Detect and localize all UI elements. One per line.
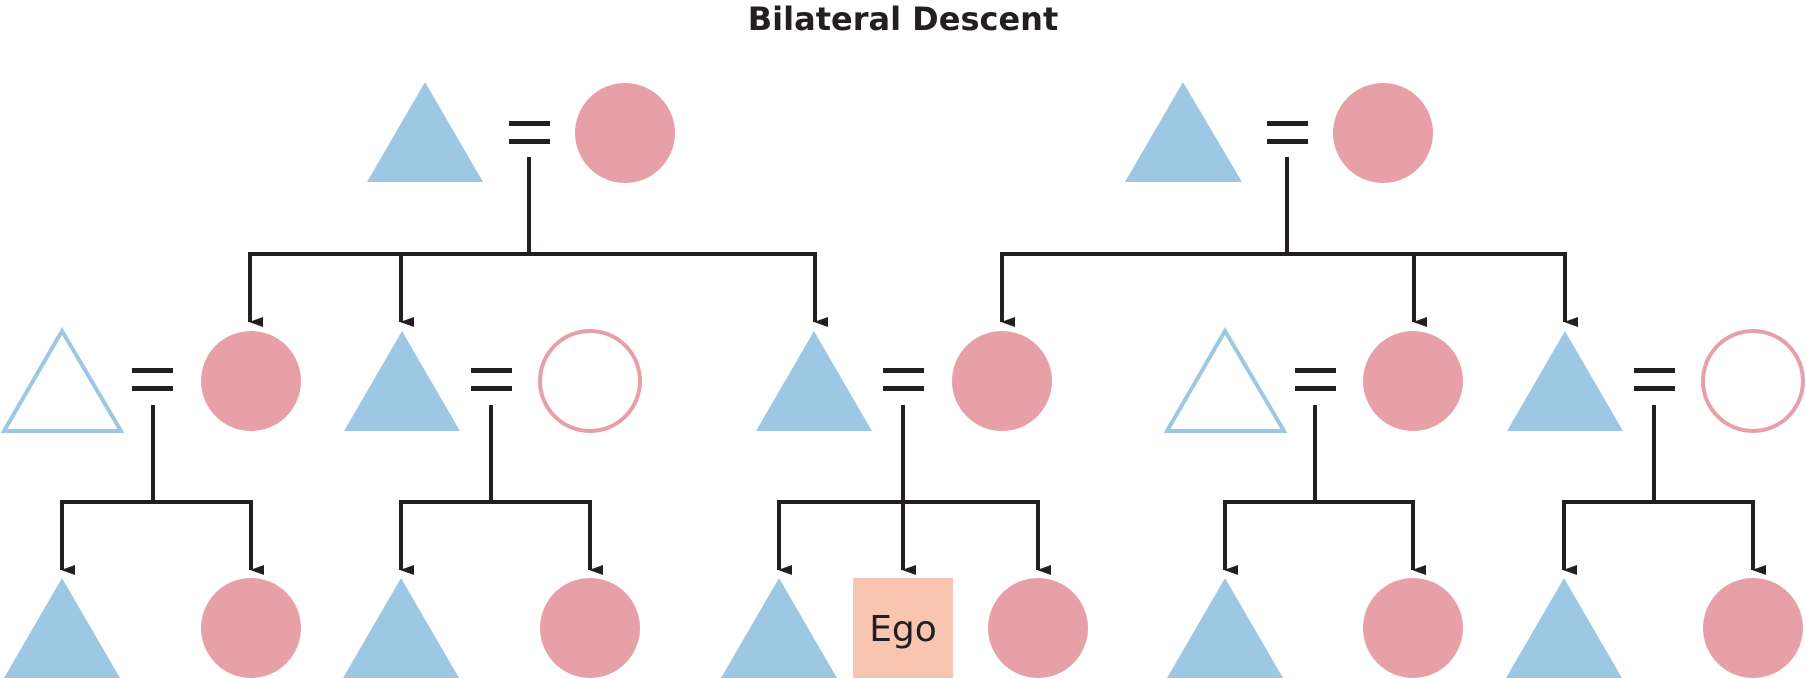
maternal-aunt-circle xyxy=(1363,331,1463,431)
cousin-female-circle xyxy=(201,578,301,678)
marriage-symbol xyxy=(132,368,173,391)
marriage-symbol xyxy=(471,368,512,391)
marriage-symbol xyxy=(1295,368,1336,391)
paternal-aunt-circle xyxy=(201,331,301,431)
mother-circle xyxy=(952,331,1052,431)
cousin-female-circle xyxy=(1703,578,1803,678)
marriage-symbol xyxy=(883,368,924,391)
cousin-male-triangle xyxy=(4,578,120,678)
marriage-symbol xyxy=(509,121,550,144)
marriage-symbol xyxy=(1267,121,1308,144)
paternal-grandfather-triangle xyxy=(367,82,483,182)
uncle-by-marriage-outline-triangle xyxy=(1163,327,1288,433)
cousin-male-triangle xyxy=(1506,578,1622,678)
ego-label: Ego xyxy=(869,609,937,650)
brother-triangle xyxy=(721,578,837,678)
uncle-by-marriage-outline-triangle xyxy=(0,327,125,433)
sister-circle xyxy=(988,578,1088,678)
maternal-uncle-triangle xyxy=(1507,331,1623,431)
descent-lines-gen2 xyxy=(60,405,1766,575)
father-triangle xyxy=(756,331,872,431)
paternal-uncle-triangle xyxy=(344,331,460,431)
diagram-title: Bilateral Descent xyxy=(748,0,1058,38)
maternal-grandfather-triangle xyxy=(1125,82,1242,182)
aunt-by-marriage-outline-circle xyxy=(538,329,642,433)
descent-lines-maternal xyxy=(1000,157,1578,327)
marriage-symbol xyxy=(1634,368,1675,391)
paternal-grandmother-circle xyxy=(575,83,675,183)
cousin-male-triangle xyxy=(343,578,459,678)
aunt-by-marriage-outline-circle xyxy=(1701,329,1805,433)
descent-lines-paternal xyxy=(248,157,828,327)
maternal-grandmother-circle xyxy=(1333,83,1433,183)
ego-square: Ego xyxy=(853,578,953,678)
cousin-male-triangle xyxy=(1167,578,1283,678)
cousin-female-circle xyxy=(1363,578,1463,678)
cousin-female-circle xyxy=(540,578,640,678)
